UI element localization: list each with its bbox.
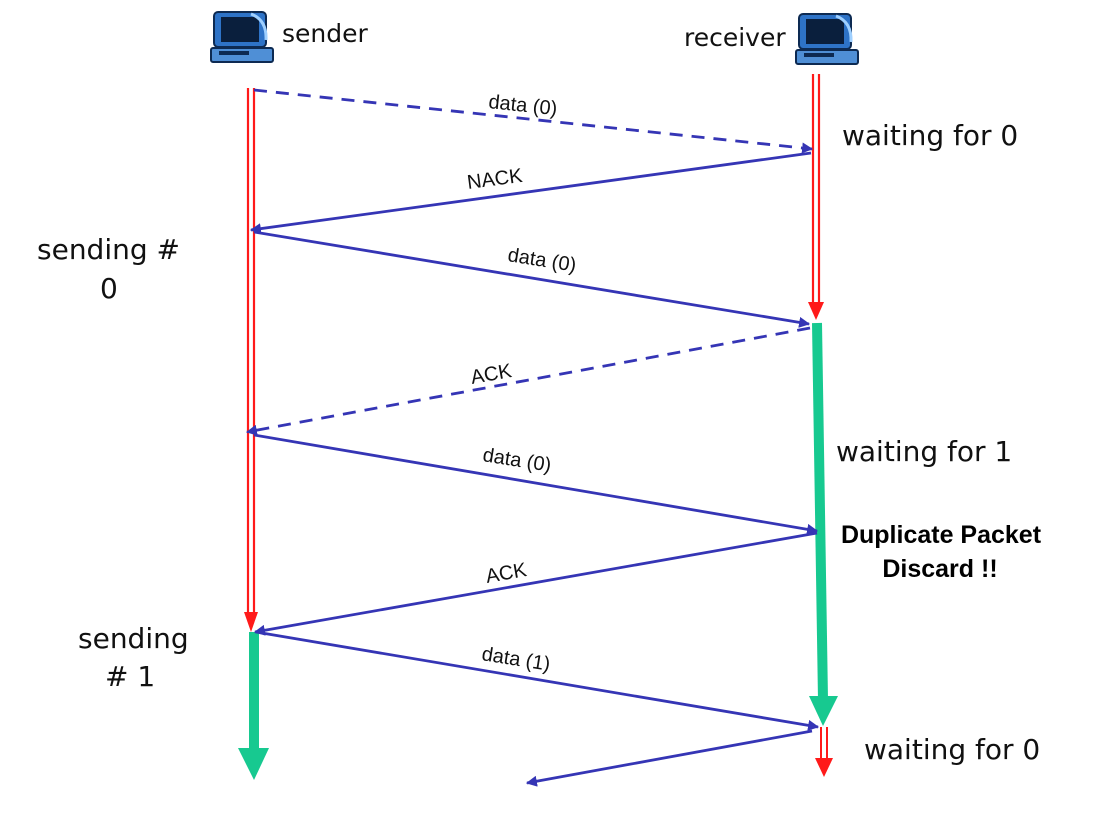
sender-label: sender [282,19,369,48]
receiver-state-waiting1: waiting for 1 [836,435,1012,468]
sender-timeline [244,88,258,632]
sender-state-sending0-line1: sending # [37,233,180,266]
sender-state-sending1-line1: sending [78,622,189,655]
sender-computer-icon [210,11,274,63]
sender-active-bar [238,632,269,780]
duplicate-packet-annotation: Duplicate Packet [841,521,1042,549]
message-label-nack: NACK [466,165,525,194]
sender-state-sending1-line2: # 1 [105,660,155,693]
data0-retransmit-arrow [253,230,811,328]
data0-lost-arrow [253,88,814,154]
receiver-label: receiver [684,23,786,52]
sender-state-sending0-line2: 0 [100,272,118,305]
discard-annotation: Discard !! [882,555,997,583]
receiver-active-bar [809,322,838,726]
receiver-timeline-top [808,74,824,320]
ack-lost-arrow [245,326,811,436]
ack-partial-arrow [525,729,813,787]
receiver-timeline-bottom [815,727,833,777]
nack-arrow [249,151,812,235]
receiver-computer-icon [795,13,859,65]
message-label-data0-duplicate: data (0) [481,444,553,477]
receiver-state-waiting0-again: waiting for 0 [864,733,1040,766]
message-label-data0-retransmit: data (0) [506,244,578,277]
receiver-state-waiting0: waiting for 0 [842,119,1018,152]
ack-arrow [253,531,818,636]
message-label-ack-lost: ACK [469,360,514,389]
data1-arrow [255,630,820,731]
data0-duplicate-arrow [253,433,819,535]
